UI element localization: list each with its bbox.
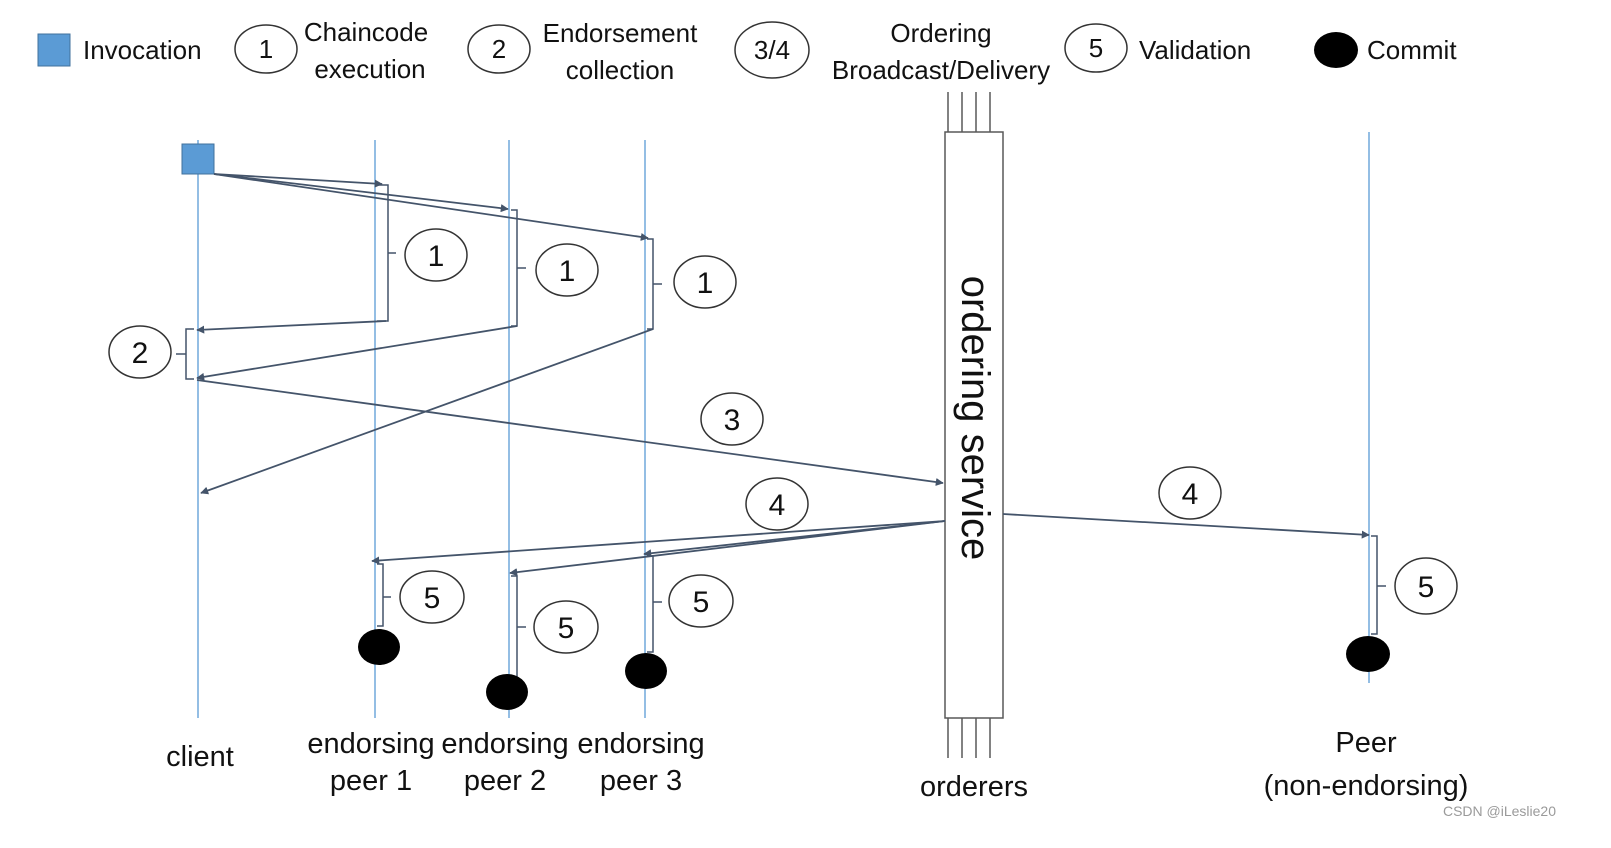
- arrow-proposal-to-peer-2: [213, 173, 509, 213]
- bracket-valid-peer-1: [377, 563, 391, 627]
- bracket-valid-peer-2: [511, 575, 526, 679]
- bracket-exec-peer-3: [647, 238, 662, 330]
- ordering-service-box: [944, 131, 1004, 719]
- step-valid-peer-1-number: 5: [424, 582, 441, 615]
- step-exec-peer-2-number: 1: [559, 255, 576, 288]
- legend-chaincode-oval-icon: [234, 24, 298, 74]
- legend-chaincode-label-line2: execution: [314, 54, 425, 84]
- step-collection-number: 2: [132, 337, 149, 370]
- arrow-response-from-peer-2: [196, 325, 518, 381]
- legend-invocation-label: Invocation: [83, 35, 202, 65]
- legend-endorsement-oval-icon: [467, 24, 531, 74]
- legend-endorsement-label-line2: collection: [566, 55, 674, 85]
- bracket-exec-peer-1: [377, 184, 396, 322]
- legend: Invocation 1 Chaincode execution 2 Endor…: [37, 17, 1457, 85]
- step-delivery-peer-oval: [1158, 466, 1222, 520]
- step-exec-peer-1-oval: [404, 228, 468, 282]
- arrow-deliver-to-peer-3: [643, 520, 946, 558]
- lifeline-labels: client endorsing peer 1 endorsing peer 2…: [166, 727, 1468, 803]
- step-valid-peer-3-number: 5: [693, 586, 710, 619]
- step-exec-peer-3-oval: [673, 255, 737, 309]
- step-collection-oval: [108, 325, 172, 379]
- arrow-response-from-peer-1: [196, 320, 387, 334]
- legend-ordering-oval-icon: [734, 21, 810, 79]
- legend-invocation-icon: [37, 33, 71, 67]
- step-broadcast-oval: [700, 392, 764, 446]
- label-peer-2-line2: peer 2: [464, 765, 546, 797]
- label-orderers: orderers: [920, 771, 1028, 803]
- label-client: client: [166, 741, 234, 773]
- legend-endorsement-number: 2: [492, 34, 506, 64]
- orderer-channel-lines-bottom: [947, 718, 991, 758]
- watermark: CSDN @iLeslie20: [1443, 803, 1556, 819]
- label-peer-3-line1: endorsing: [577, 728, 704, 760]
- legend-validation-number: 5: [1089, 33, 1103, 63]
- step-valid-peer-2-number: 5: [558, 612, 575, 645]
- commit-dot-peer-3: [625, 653, 667, 689]
- step-delivery-peer-number: 4: [1182, 478, 1199, 511]
- arrow-proposal-to-peer-1: [213, 173, 383, 188]
- legend-validation-label: Validation: [1139, 35, 1251, 65]
- label-peer-line2: (non-endorsing): [1264, 770, 1469, 802]
- legend-chaincode-number: 1: [259, 34, 273, 64]
- legend-validation-oval-icon: [1064, 23, 1128, 73]
- step-exec-peer-3-number: 1: [697, 267, 714, 300]
- legend-commit-dot-icon: [1314, 32, 1358, 68]
- message-arrows: [196, 173, 1370, 577]
- step-valid-peer-3-oval: [668, 574, 734, 628]
- orderer-channel-lines-top: [947, 92, 991, 132]
- step-valid-peer-1-oval: [399, 570, 465, 624]
- bracket-collection: [176, 328, 194, 380]
- bracket-valid-non-endorsing-peer: [1371, 535, 1386, 635]
- step-valid-peer-2-oval: [533, 600, 599, 654]
- brackets: [176, 184, 1386, 679]
- step-exec-peer-1-number: 1: [428, 240, 445, 273]
- bracket-exec-peer-2: [511, 209, 526, 327]
- label-peer-3-line2: peer 3: [600, 765, 682, 797]
- legend-commit-label: Commit: [1367, 35, 1457, 65]
- arrow-deliver-to-non-endorsing-peer: [1002, 513, 1370, 539]
- ordering-service: ordering service: [944, 92, 1004, 758]
- step-broadcast-number: 3: [724, 404, 741, 437]
- step-labels: 1 1 1 2 3 4 4 5 5 5 5: [108, 228, 1458, 654]
- legend-ordering-label-line1: Ordering: [890, 18, 991, 48]
- arrow-deliver-to-peer-1: [371, 520, 946, 565]
- commit-dot-non-endorsing-peer: [1346, 636, 1390, 672]
- step-exec-peer-2-oval: [535, 243, 599, 297]
- legend-chaincode-label-line1: Chaincode: [304, 17, 428, 47]
- label-peer-1-line2: peer 1: [330, 765, 412, 797]
- bracket-valid-peer-3: [647, 555, 662, 653]
- label-peer-line1: Peer: [1335, 727, 1397, 759]
- step-valid-non-endorsing-peer-number: 5: [1418, 571, 1435, 604]
- commit-dots: [358, 629, 1390, 710]
- arrow-proposal-to-peer-3: [213, 173, 649, 241]
- step-delivery-endorsers-oval: [745, 477, 809, 531]
- legend-ordering-number: 3/4: [754, 35, 790, 65]
- legend-ordering-label-line2: Broadcast/Delivery: [832, 55, 1050, 85]
- commit-dot-peer-1: [358, 629, 400, 665]
- legend-endorsement-label-line1: Endorsement: [543, 18, 698, 48]
- step-delivery-endorsers-number: 4: [769, 489, 786, 522]
- ordering-service-label: ordering service: [953, 276, 997, 561]
- commit-dot-peer-2: [486, 674, 528, 710]
- label-peer-2-line1: endorsing: [441, 728, 568, 760]
- client-invocation-box: [181, 143, 215, 175]
- step-valid-non-endorsing-peer-oval: [1394, 557, 1458, 615]
- label-peer-1-line1: endorsing: [307, 728, 434, 760]
- arrow-broadcast-to-orderer: [196, 379, 944, 486]
